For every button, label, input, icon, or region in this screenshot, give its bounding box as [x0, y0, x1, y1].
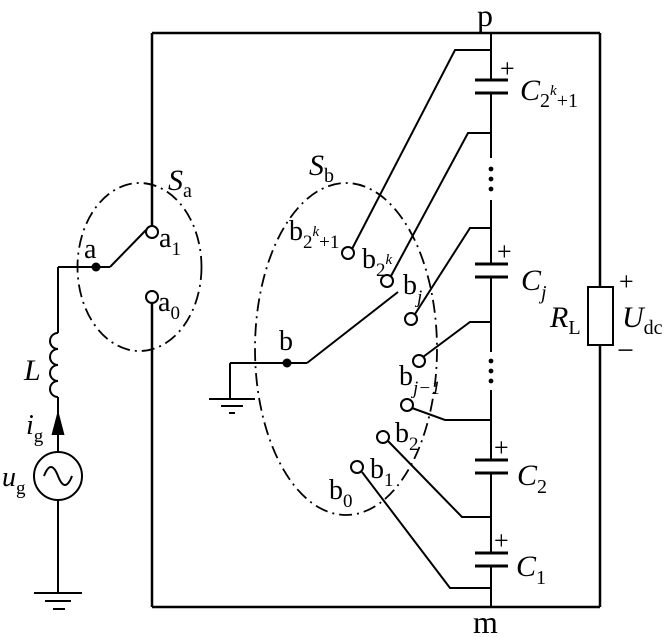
wire-tap-b2k: [390, 132, 491, 277]
capacitor-chain: + C2k+1 + Cj + C2 + C1: [475, 33, 578, 607]
contact-b1-label: b1: [370, 454, 394, 491]
load-minus-sign: −: [617, 334, 634, 367]
capacitor-plates: [475, 551, 508, 568]
chain-ellipsis-dots-lower: [488, 358, 494, 384]
capacitor-polarity: +: [500, 54, 515, 83]
switch-sb-boundary: [254, 182, 438, 516]
ellipsis-dot: [488, 166, 494, 172]
contact-b2k: [380, 274, 394, 288]
contact-bj-label: bj: [403, 270, 422, 308]
ellipsis-dot: [488, 358, 494, 364]
contact-b2: [400, 398, 414, 412]
ellipsis-dot: [488, 378, 494, 384]
capacitor-c2k1: + C2k+1: [475, 54, 578, 112]
inductor-coil: [49, 332, 59, 398]
contact-b1: [376, 430, 390, 444]
ground-symbol-source: [34, 592, 82, 610]
current-label: ig: [26, 410, 44, 447]
capacitor-label: C2: [517, 459, 547, 498]
node-a-dot: [91, 262, 101, 272]
switch-sb-label: Sb: [309, 149, 334, 187]
node-p-label: p: [477, 0, 493, 33]
contact-b2k1: [341, 246, 355, 260]
switch-sb-blade: [306, 291, 399, 364]
switch-sa: Sa a a1 a0: [58, 164, 203, 352]
node-m-label: m: [473, 604, 498, 637]
ac-sine-symbol: [43, 466, 73, 486]
switch-sa-label: Sa: [168, 164, 192, 202]
capacitor-plates: [475, 78, 508, 95]
capacitor-plates: [475, 458, 508, 475]
wire-tap-bj: [414, 227, 491, 315]
contact-b0-label: b0: [329, 475, 353, 512]
source-voltage-label: ug: [2, 462, 26, 499]
capacitor-label: Cj: [521, 264, 547, 304]
ground-symbol-b: [209, 398, 255, 414]
contact-a0-label: a0: [158, 287, 180, 324]
switch-sa-blade: [109, 229, 147, 268]
capacitor-cj: + Cj: [475, 237, 547, 304]
node-a-label: a: [84, 234, 97, 265]
capacitor-plates: [475, 262, 508, 279]
capacitor-polarity: +: [494, 433, 509, 462]
contact-b0: [350, 460, 364, 474]
capacitor-label: C1: [516, 550, 546, 589]
inductor-label: L: [23, 354, 41, 387]
ellipsis-dot: [488, 368, 494, 374]
chain-ellipsis-dots-upper: [488, 166, 494, 192]
contact-b2k-label: b2k: [362, 244, 393, 281]
capacitor-c2: + C2: [475, 433, 547, 498]
wire-tap-b2k1: [351, 49, 491, 250]
contact-a1: [145, 225, 159, 239]
source-branch: L ig ug: [2, 267, 83, 610]
contact-bjm1-label: bj−1: [399, 361, 441, 399]
node-b-label: b: [279, 326, 293, 357]
capacitor-c1: + C1: [475, 526, 546, 589]
wire-tap-b1: [387, 440, 491, 518]
capacitor-label: C2k+1: [520, 74, 578, 112]
load: RL + Udc −: [549, 267, 663, 367]
ellipsis-dot: [488, 186, 494, 192]
capacitor-polarity: +: [494, 526, 509, 555]
capacitor-polarity: +: [497, 237, 512, 266]
contact-bj: [404, 312, 418, 326]
resistor-label: RL: [549, 301, 581, 339]
tap-wires: [351, 49, 491, 589]
wire-tap-bjm1: [422, 321, 491, 358]
current-arrow: [51, 410, 65, 435]
contact-bjm1: [412, 354, 426, 368]
wire-tap-b2: [411, 407, 491, 421]
load-voltage-label: Udc: [622, 301, 663, 339]
switch-sb: Sb b b2k+1 b2k bj bj−1 b2 b1 b0: [209, 149, 441, 516]
load-plus-sign: +: [619, 267, 634, 296]
contact-a1-label: a1: [159, 223, 181, 260]
ellipsis-dot: [488, 176, 494, 182]
contact-b2-label: b2: [395, 418, 419, 455]
wire-tap-b0: [361, 471, 491, 589]
contact-a0: [145, 290, 159, 304]
node-b-dot: [282, 358, 292, 368]
resistor-body: [587, 286, 614, 346]
main-loop: [150, 31, 602, 609]
contact-b2k1-label: b2k+1: [289, 216, 339, 253]
